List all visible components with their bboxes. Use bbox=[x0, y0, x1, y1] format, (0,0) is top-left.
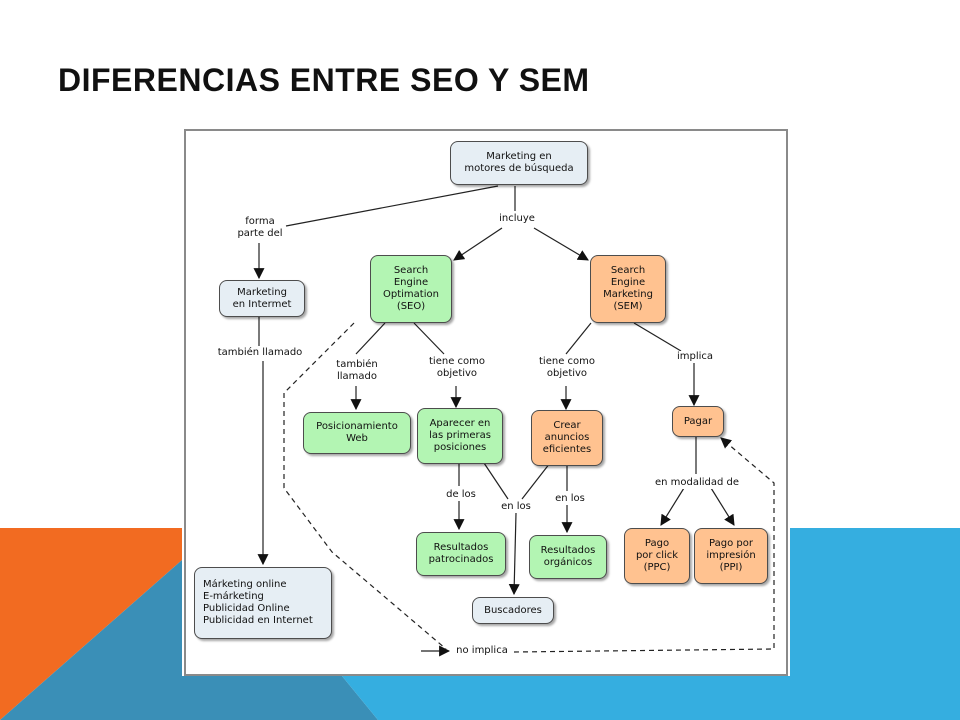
label-forma-parte: forma parte del bbox=[235, 216, 285, 240]
node-aparecer: Aparecer en las primeras posiciones bbox=[417, 408, 503, 464]
edge-no-implica-a bbox=[283, 322, 447, 650]
node-crear: Crear anuncios eficientes bbox=[531, 410, 603, 466]
label-de-los: de los bbox=[444, 489, 478, 501]
node-sinonimos: Márketing online E-márketing Publicidad … bbox=[194, 567, 332, 639]
label-en-modalidad: en modalidad de bbox=[652, 477, 742, 489]
label-tambien-llamado-1: también llamado bbox=[215, 347, 305, 359]
label-incluye: incluye bbox=[497, 213, 537, 225]
concept-map: Marketing en motores de búsqueda Marketi… bbox=[184, 129, 788, 676]
label-en-los-2: en los bbox=[553, 493, 587, 505]
node-seo: Search Engine Optimation (SEO) bbox=[370, 255, 452, 323]
node-sem: Search Engine Marketing (SEM) bbox=[590, 255, 666, 323]
edge-modalidad-ppi bbox=[710, 487, 735, 526]
edge-incluye-sem bbox=[533, 227, 589, 261]
node-marketing-motores: Marketing en motores de búsqueda bbox=[450, 141, 588, 185]
node-marketing-internet: Marketing en Intermet bbox=[219, 280, 305, 317]
edge-modalidad-ppc bbox=[660, 487, 685, 526]
label-no-implica: no implica bbox=[454, 645, 510, 657]
node-resultados-patrocinados: Resultados patrocinados bbox=[416, 532, 506, 576]
node-resultados-organicos: Resultados orgánicos bbox=[529, 535, 607, 579]
node-buscadores: Buscadores bbox=[472, 597, 554, 624]
orange-band bbox=[0, 528, 182, 720]
edge-en-los-1-b bbox=[521, 462, 551, 500]
label-objetivo-sem: tiene como objetivo bbox=[537, 356, 597, 380]
edge-implica-a bbox=[633, 322, 682, 352]
node-pago-click: Pago por click (PPC) bbox=[624, 528, 690, 584]
edge-objetivo-sem-a bbox=[565, 322, 592, 355]
edge-en-los-1-c bbox=[508, 512, 520, 596]
label-implica: implica bbox=[674, 351, 716, 363]
label-en-los-1: en los bbox=[499, 501, 533, 513]
concept-map-edges bbox=[253, 185, 775, 657]
edge-objetivo-seo-a bbox=[413, 322, 445, 355]
edge-no-implica-c bbox=[513, 437, 775, 653]
label-objetivo-seo: tiene como objetivo bbox=[427, 356, 487, 380]
node-posicionamiento: Posicionamiento Web bbox=[303, 412, 411, 454]
dark-blue-band bbox=[0, 560, 378, 720]
edge-forma-parte-a bbox=[285, 185, 499, 227]
label-tambien-llamado-2: también llamado bbox=[334, 359, 380, 383]
edge-en-los-1-a bbox=[483, 462, 509, 500]
edge-tambien-2-a bbox=[355, 322, 386, 355]
node-pagar: Pagar bbox=[672, 406, 724, 437]
edge-incluye-seo bbox=[453, 227, 503, 261]
blue-band bbox=[342, 528, 960, 720]
node-pago-impresion: Pago por impresión (PPI) bbox=[694, 528, 768, 584]
slide-title: DIFERENCIAS ENTRE SEO Y SEM bbox=[58, 62, 590, 98]
